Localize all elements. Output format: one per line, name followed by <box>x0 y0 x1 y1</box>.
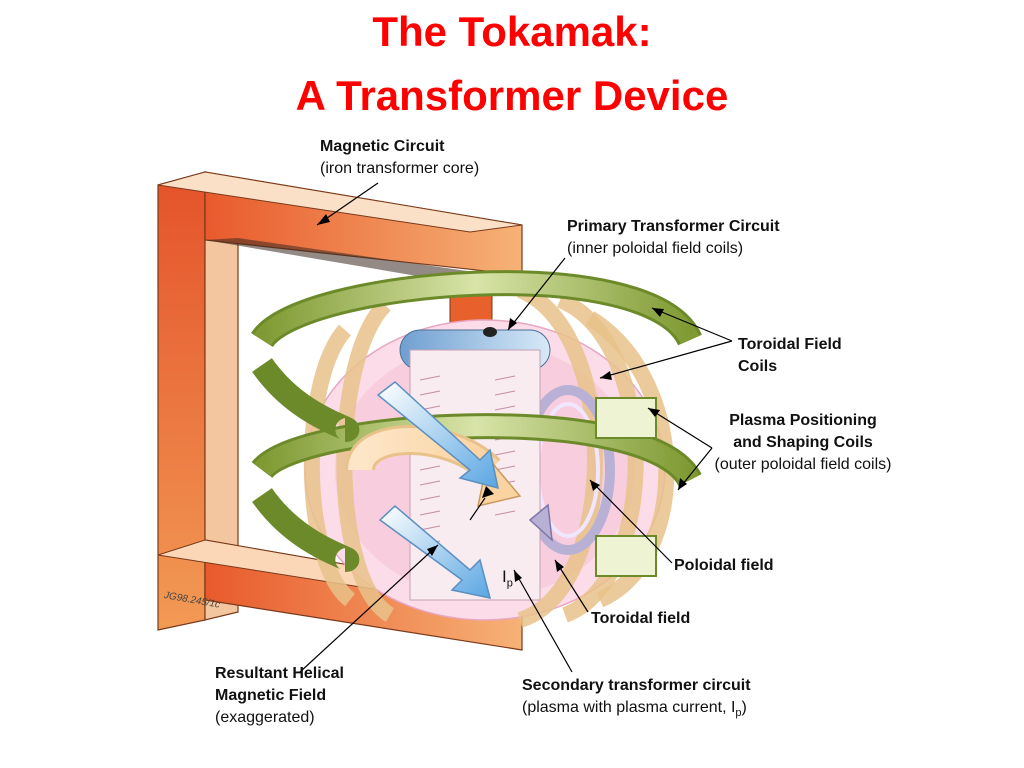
callout-arrowheads <box>317 214 687 582</box>
label-toroidal-field: Toroidal field <box>591 610 691 627</box>
label-toroidal-field-coils: Toroidal Field Coils <box>738 336 842 375</box>
poloidal-field-arrow <box>528 503 553 542</box>
label-helical-field: Resultant Helical Magnetic Field (exagge… <box>215 665 344 726</box>
callout-lines <box>299 182 733 673</box>
label-secondary-circuit: Secondary transformer circuit (plasma wi… <box>522 677 751 720</box>
label-poloidal-field: Poloidal field <box>674 557 774 574</box>
title-line-2: A Transformer Device <box>295 72 729 119</box>
label-magnetic-circuit: Magnetic Circuit (iron transformer core) <box>320 138 480 177</box>
helical-field-arrows <box>376 381 499 599</box>
label-plasma-positioning: Plasma Positioning and Shaping Coils (ou… <box>714 412 892 473</box>
plasma-current-symbol: Ip <box>502 567 513 590</box>
title-line-1: The Tokamak: <box>372 8 652 55</box>
solenoid-callout <box>469 497 486 521</box>
label-primary-circuit: Primary Transformer Circuit (inner poloi… <box>567 218 780 257</box>
